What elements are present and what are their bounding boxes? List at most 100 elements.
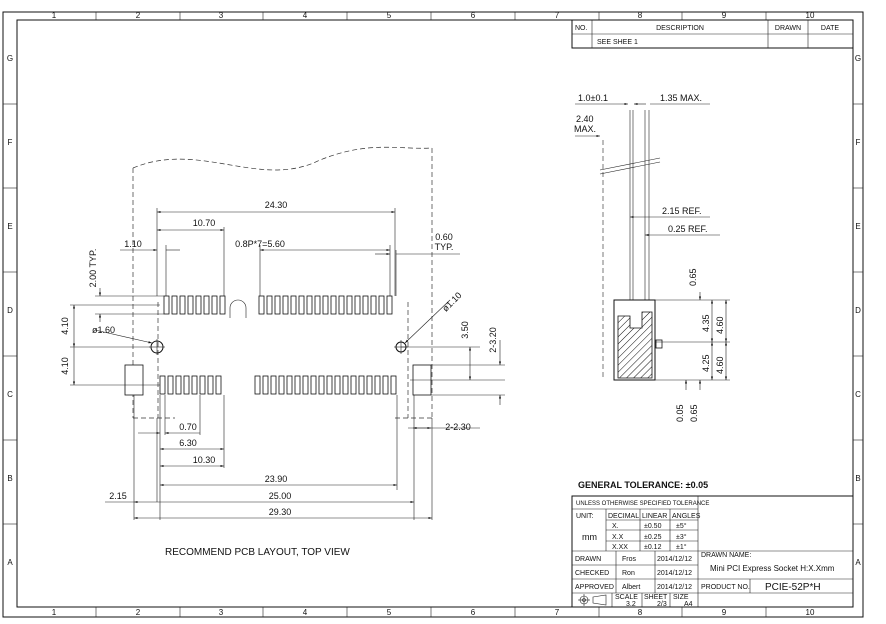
tol-angles-2: ±1° — [676, 543, 687, 551]
dim-10-70: 10.70 — [193, 218, 216, 228]
row-label-a: A — [7, 558, 13, 567]
col-linear: LINEAR — [642, 513, 667, 520]
unit-label: UNIT: — [576, 513, 594, 520]
dim-4-35: 4.35 — [701, 314, 711, 332]
dim-4-60-top: 4.60 — [715, 316, 725, 334]
general-tolerance: GENERAL TOLERANCE: ±0.05 — [578, 480, 708, 490]
row-label-b: B — [7, 474, 12, 483]
mount-pad-left — [124, 364, 144, 396]
row-label-g-right: G — [855, 54, 861, 63]
dim-0-60: 0.60 — [435, 232, 453, 242]
col-label-7: 7 — [555, 11, 560, 20]
dim-1030: 10.30 — [193, 455, 216, 465]
tol-linear-0: ±0.50 — [644, 523, 662, 530]
checked-name: Ron — [622, 570, 635, 577]
row-label-e-right: E — [855, 222, 860, 231]
dim-350: 3.50 — [460, 321, 470, 339]
pad-row-top — [163, 295, 393, 315]
dim-2-40: 2.40 — [576, 114, 594, 124]
col-label-6: 6 — [471, 11, 476, 20]
revision-table: NO. DESCRIPTION DRAWN DATE SEE SHEE 1 — [571, 19, 854, 49]
dim-0-60-typ: TYP. — [435, 242, 454, 252]
row-label-d-right: D — [855, 306, 861, 315]
tol-header: UNLESS OTHERWISE SPECIFIED TOLERANCE — [576, 501, 709, 507]
col-label-9: 9 — [722, 11, 727, 20]
dim-200-typ: 2.00 TYP. — [88, 249, 98, 288]
dim-2-230: 2-2.30 — [445, 422, 471, 432]
col-label-3-bottom: 3 — [219, 608, 224, 617]
size-value: A4 — [684, 601, 693, 608]
dim-2-320: 2-3.20 — [488, 327, 498, 353]
dim-630: 6.30 — [179, 438, 197, 448]
pcb-outline-dashed — [132, 146, 433, 419]
product-no-label: PRODUCT NO. — [701, 584, 750, 591]
tol-linear-2: ±0.12 — [644, 544, 662, 551]
tol-linear-1: ±0.25 — [644, 534, 662, 541]
dim-410-top: 4.10 — [60, 317, 70, 335]
checked-date: 2014/12/12 — [657, 570, 692, 577]
dim-070: 0.70 — [179, 422, 197, 432]
dim-0-65-top: 0.65 — [688, 268, 698, 286]
product-no: PCIE-52P*H — [765, 582, 821, 593]
pcb-layout-view: 24.30 10.70 1.10 0.8P*7=5.60 0.60 TYP. 3… — [60, 146, 505, 558]
tol-decimal-2: X.XX — [612, 544, 628, 551]
col-label-4-bottom: 4 — [303, 608, 308, 617]
col-label-9-bottom: 9 — [722, 608, 727, 617]
rev-header-drawn: DRAWN — [775, 25, 801, 32]
col-label-10-bottom: 10 — [806, 608, 815, 617]
col-label-1-bottom: 1 — [52, 608, 57, 617]
col-label-2-bottom: 2 — [136, 608, 141, 617]
dim-1-35: 1.35 MAX. — [660, 93, 702, 103]
dim-0-05: 0.05 — [675, 404, 685, 422]
dim-2500: 25.00 — [269, 491, 292, 501]
unit-value: mm — [582, 532, 597, 542]
drawn-label: DRAWN — [575, 556, 601, 563]
tol-decimal-0: X. — [612, 523, 619, 530]
dim-2-15-ref: 2.15 REF. — [662, 206, 702, 216]
pad-row-bottom — [159, 375, 397, 395]
dim-0-65-bottom: 0.65 — [689, 404, 699, 422]
rev-header-date: DATE — [821, 25, 839, 32]
drawing-name: Mini PCI Express Socket H:X.Xmm — [710, 564, 835, 573]
approved-name: Albert — [622, 584, 640, 591]
row-label-f: F — [8, 138, 13, 147]
side-hatch — [617, 311, 653, 379]
dim-pitch: 0.8P*7=5.60 — [235, 239, 285, 249]
row-label-d: D — [7, 306, 13, 315]
col-label-8: 8 — [638, 11, 643, 20]
tol-angles-0: ±5° — [676, 522, 687, 530]
col-label-5: 5 — [387, 11, 392, 20]
dim-2930: 29.30 — [269, 507, 292, 517]
title-block: UNLESS OTHERWISE SPECIFIED TOLERANCE UNI… — [571, 495, 854, 608]
tol-decimal-1: X.X — [612, 534, 624, 541]
col-label-3: 3 — [219, 11, 224, 20]
col-label-6-bottom: 6 — [471, 608, 476, 617]
rev-header-no: NO. — [575, 25, 588, 32]
col-angles: ANGLES — [672, 513, 701, 520]
row-label-f-right: F — [856, 138, 861, 147]
scale-label: SCALE — [615, 594, 638, 601]
dim-4-60-bottom: 4.60 — [715, 356, 725, 374]
sheet-value: 2/3 — [657, 601, 667, 608]
row-label-c-right: C — [855, 390, 861, 399]
dim-2390: 23.90 — [265, 474, 288, 484]
col-decimal: DECIMAL — [608, 513, 639, 520]
drawn-date: 2014/12/12 — [657, 556, 692, 563]
projection-symbol-icon — [578, 594, 607, 606]
dim-215: 2.15 — [109, 491, 127, 501]
col-label-8-bottom: 8 — [638, 608, 643, 617]
drawn-name-label: DRAWN NAME: — [701, 552, 751, 559]
col-label-5-bottom: 5 — [387, 608, 392, 617]
frame: 1 2 3 4 5 6 7 8 9 10 1 2 3 4 5 6 7 8 9 1… — [2, 11, 864, 618]
dim-phi-110: ø1.10 — [440, 290, 463, 313]
dim-1-10: 1.10 — [124, 239, 142, 249]
approved-label: APPROVED — [575, 584, 614, 591]
checked-label: CHECKED — [575, 570, 609, 577]
side-view: 1.0±0.1 1.35 MAX. 2.40 MAX. 2.15 REF. 0.… — [574, 93, 730, 422]
rev-row-description: SEE SHEE 1 — [597, 39, 638, 46]
dim-410-bottom: 4.10 — [60, 357, 70, 375]
col-label-10: 10 — [806, 11, 815, 20]
tol-angles-1: ±3° — [676, 533, 687, 541]
row-label-g: G — [7, 54, 13, 63]
row-label-c: C — [7, 390, 13, 399]
